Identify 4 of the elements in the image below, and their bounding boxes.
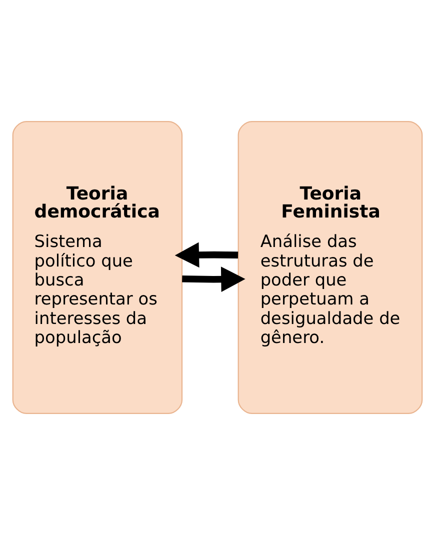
- node-box: Teoria Feminista Análise das estruturas de poder que perpetuam a desigualdade de gênero.: [238, 120, 423, 414]
- node-box: Teoria democrática Sistema político que busca representar os interesses da população: [12, 120, 183, 414]
- arrow: [174, 242, 238, 268]
- arrow: [182, 266, 246, 292]
